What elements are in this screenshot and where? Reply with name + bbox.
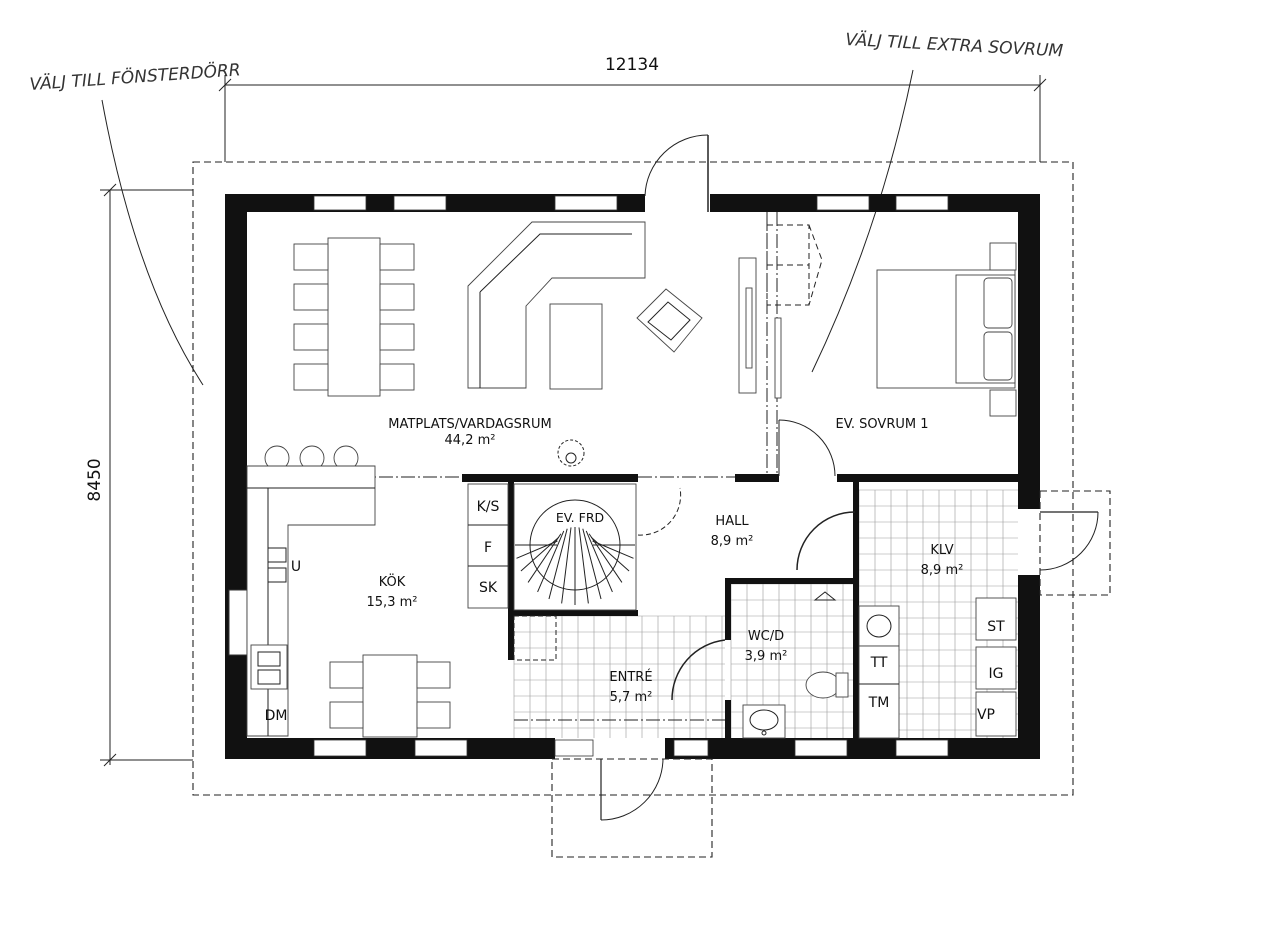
height-label: 8450: [85, 458, 105, 501]
stair-name: EV. FRD: [556, 510, 604, 525]
fixture-f: F: [484, 540, 492, 556]
interior-doors: [637, 419, 856, 701]
wc-area: 3,9 m²: [745, 649, 788, 664]
bed: [876, 242, 1017, 417]
entry-tiles: [513, 615, 725, 738]
note-window-door: VÄLJ TILL FÖNSTERDÖRR: [29, 58, 241, 95]
entry-area: 5,7 m²: [610, 690, 653, 705]
height-dimension: 8450: [85, 183, 193, 767]
fixture-st: ST: [987, 619, 1005, 635]
laundry-name: KLV: [930, 543, 953, 558]
sofa: [467, 221, 646, 390]
note-extra-bedroom: VÄLJ TILL EXTRA SOVRUM: [845, 29, 1064, 61]
fixture-dm: DM: [265, 708, 288, 724]
note-window-door-leader: [101, 99, 204, 386]
windows: [313, 195, 949, 757]
kitchen-table: [329, 654, 451, 738]
wc-name: WC/D: [748, 629, 784, 644]
plot-boundary: [192, 161, 1074, 796]
side-door: [1039, 490, 1111, 596]
fixture-tt: TT: [870, 655, 888, 671]
hall-area: 8,9 m²: [711, 534, 754, 549]
ceiling-lamp: [557, 439, 585, 467]
entry-name: ENTRÉ: [609, 669, 652, 685]
top-door: [644, 134, 709, 212]
living-room-name: MATPLATS/VARDAGSRUM: [388, 417, 551, 432]
dining-table: [293, 237, 415, 397]
kitchen-name: KÖK: [379, 573, 406, 590]
laundry-area: 8,9 m²: [921, 563, 964, 578]
width-label: 12134: [605, 55, 659, 75]
width-dimension: 12134: [218, 55, 1047, 162]
tv-unit: [738, 257, 782, 399]
fixture-ks: K/S: [477, 499, 500, 515]
fixture-u: U: [291, 559, 301, 575]
fixture-sk: SK: [479, 580, 498, 596]
interior-walls: [462, 474, 1018, 738]
fixture-vp: VP: [977, 707, 995, 723]
front-porch: [551, 758, 713, 858]
wardrobe: [766, 224, 823, 306]
hall-name: HALL: [715, 514, 749, 529]
fixture-ig: IG: [989, 666, 1004, 682]
wc-fixtures: [742, 591, 849, 739]
room-labels: MATPLATS/VARDAGSRUM 44,2 m² EV. SOVRUM 1…: [367, 417, 964, 705]
fixture-labels: K/S F SK U DM TT TM ST IG VP: [265, 499, 1006, 724]
living-room-area: 44,2 m²: [445, 433, 496, 448]
fixture-tm: TM: [868, 695, 890, 711]
staircase: [513, 483, 637, 611]
kitchen-island: [246, 445, 376, 737]
appliance-column: [467, 483, 509, 609]
laundry-fixtures: [858, 597, 1017, 739]
armchair: [636, 288, 703, 353]
kitchen-area: 15,3 m²: [367, 595, 418, 610]
bedroom-name: EV. SOVRUM 1: [835, 417, 928, 432]
note-extra-bedroom-leader: [811, 69, 914, 373]
stair-lower: [513, 615, 557, 661]
